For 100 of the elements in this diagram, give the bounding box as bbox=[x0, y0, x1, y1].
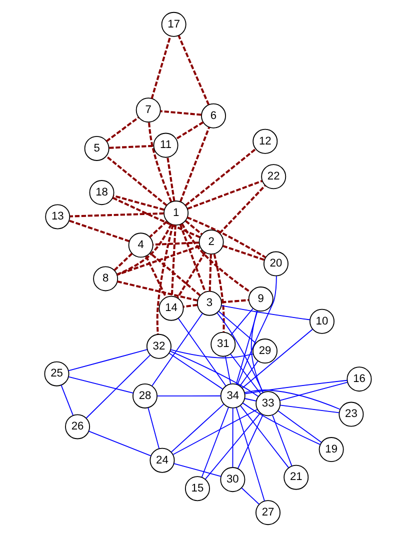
connector bbox=[240, 488, 260, 505]
node-circle: 23 bbox=[338, 402, 364, 427]
node-circle: 12 bbox=[252, 128, 278, 154]
node-circle: 24 bbox=[149, 448, 174, 473]
node-circle: 20 bbox=[262, 251, 288, 276]
connector bbox=[200, 406, 228, 478]
connector bbox=[236, 414, 263, 469]
connector bbox=[168, 352, 223, 390]
connector bbox=[150, 36, 171, 99]
connector bbox=[148, 122, 172, 202]
connector bbox=[105, 116, 138, 142]
connector bbox=[88, 430, 151, 456]
connector bbox=[148, 220, 167, 238]
connector bbox=[178, 224, 206, 292]
node-circle: 29 bbox=[252, 338, 278, 364]
connector bbox=[108, 144, 154, 149]
node-circle: 28 bbox=[132, 383, 157, 408]
connector bbox=[105, 155, 167, 206]
connector bbox=[179, 127, 210, 202]
node-circle: 17 bbox=[160, 12, 186, 37]
connector bbox=[152, 242, 199, 246]
node-circle: 1 bbox=[163, 200, 188, 226]
node-circle: 9 bbox=[248, 286, 273, 312]
node-circle: 11 bbox=[152, 132, 178, 158]
node-circle: 15 bbox=[184, 476, 210, 502]
connector bbox=[85, 354, 150, 419]
connector bbox=[113, 252, 132, 272]
connector bbox=[244, 380, 348, 394]
node-circle: 13 bbox=[44, 204, 70, 230]
connector bbox=[176, 252, 206, 298]
connector bbox=[169, 350, 258, 397]
connector bbox=[172, 408, 258, 455]
connector bbox=[175, 121, 204, 140]
connector bbox=[239, 360, 258, 386]
node-circle: 7 bbox=[135, 98, 160, 123]
connector bbox=[279, 382, 348, 401]
connector bbox=[241, 328, 312, 388]
connector bbox=[172, 463, 221, 477]
node-circle: 31 bbox=[210, 332, 236, 357]
connector bbox=[147, 407, 160, 450]
connector bbox=[204, 412, 260, 480]
connector bbox=[156, 395, 221, 396]
connector bbox=[242, 402, 320, 445]
node-circle: 27 bbox=[255, 500, 280, 526]
connector bbox=[151, 312, 202, 386]
connector bbox=[235, 310, 258, 385]
connector bbox=[218, 185, 266, 234]
node-circle: 33 bbox=[255, 391, 280, 416]
node-circle: 21 bbox=[283, 464, 308, 490]
connector bbox=[235, 406, 264, 502]
connector bbox=[224, 356, 231, 384]
connector bbox=[218, 310, 256, 344]
connector bbox=[170, 349, 253, 358]
connector bbox=[182, 304, 197, 308]
node-circle: 8 bbox=[92, 266, 118, 292]
connector bbox=[230, 308, 253, 336]
node-circle: 32 bbox=[146, 334, 171, 359]
connector bbox=[60, 384, 73, 416]
node-circle: 25 bbox=[44, 361, 69, 386]
node-circle: 4 bbox=[128, 232, 153, 258]
connector bbox=[69, 212, 164, 218]
connector bbox=[212, 254, 224, 332]
connector bbox=[170, 404, 224, 453]
node-circle: 19 bbox=[318, 437, 344, 462]
node-circle: 10 bbox=[308, 308, 334, 334]
connector bbox=[166, 157, 175, 202]
connector bbox=[149, 252, 200, 296]
node-circle: 18 bbox=[88, 180, 114, 206]
connector bbox=[68, 349, 148, 372]
connector bbox=[116, 245, 200, 276]
node-circle: 22 bbox=[260, 164, 286, 190]
node-circle: 26 bbox=[64, 414, 90, 440]
connector bbox=[220, 305, 310, 320]
connector bbox=[184, 220, 202, 236]
connector bbox=[250, 310, 263, 394]
connector bbox=[112, 196, 200, 238]
connector bbox=[244, 390, 340, 410]
node-circle: 6 bbox=[200, 103, 226, 128]
connector bbox=[186, 180, 262, 210]
node-circle: 14 bbox=[158, 296, 184, 321]
connector bbox=[277, 410, 322, 443]
connector bbox=[177, 35, 210, 106]
connector bbox=[244, 398, 256, 402]
connector bbox=[186, 216, 266, 258]
connector bbox=[160, 110, 201, 116]
connector bbox=[230, 354, 261, 394]
node-circle: 30 bbox=[220, 467, 245, 492]
node-circle: 5 bbox=[84, 136, 109, 161]
connector bbox=[112, 194, 164, 211]
connector bbox=[232, 408, 233, 468]
node-circle: 34 bbox=[220, 383, 245, 408]
connector bbox=[180, 223, 251, 293]
connector bbox=[279, 404, 339, 414]
connector bbox=[221, 299, 248, 304]
connector bbox=[177, 318, 226, 386]
node-circle: 16 bbox=[346, 366, 372, 392]
connector bbox=[68, 376, 134, 394]
connector bbox=[156, 224, 174, 334]
connector bbox=[68, 220, 130, 242]
connector bbox=[184, 148, 256, 206]
